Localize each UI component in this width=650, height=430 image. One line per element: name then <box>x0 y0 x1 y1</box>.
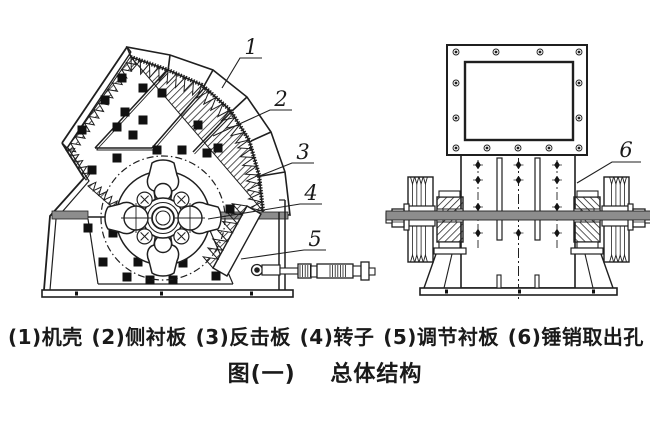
legend-item-3: (3)反击板 <box>195 325 291 349</box>
legend-item-2: (2)侧衬板 <box>91 325 187 349</box>
figure-caption: 图(一) 总体结构 <box>0 356 650 388</box>
legend-item-6: (6)锤销取出孔 <box>507 325 644 349</box>
callout-5: 5 <box>240 227 326 260</box>
part-callout-3: 3 <box>296 140 309 164</box>
callout-1: 1 <box>221 35 262 89</box>
figure-title: 总体结构 <box>330 362 423 387</box>
crusher-drawing: 1 2 3 4 5 6 <box>41 35 650 302</box>
callout-4: 4 <box>207 181 322 220</box>
part-callout-6: 6 <box>619 138 632 162</box>
part-callout-5: 5 <box>308 227 321 251</box>
leader-line-6 <box>576 161 641 184</box>
leader-line-1 <box>221 57 262 89</box>
leader-line-2 <box>212 109 292 137</box>
figure-number: 图(一) <box>227 362 296 387</box>
callout-6: 6 <box>576 138 641 184</box>
legend-item-5: (5)调节衬板 <box>383 325 499 349</box>
callout-2: 2 <box>212 87 292 137</box>
leader-line-5 <box>240 249 326 260</box>
parts-legend: (1)机壳 (2)侧衬板 (3)反击板 (4)转子 (5)调节衬板 (6)锤销取… <box>8 321 644 350</box>
legend-item-1: (1)机壳 <box>8 325 83 349</box>
section-view-crusher <box>41 45 376 298</box>
part-callout-2: 2 <box>273 87 287 111</box>
leader-line-4 <box>207 203 322 220</box>
part-callouts: 1 2 3 4 5 6 <box>207 35 641 260</box>
callout-3: 3 <box>256 140 314 178</box>
front-view-crusher <box>385 44 650 302</box>
legend-item-4: (4)转子 <box>299 325 375 349</box>
leader-line-3 <box>256 162 314 178</box>
part-callout-1: 1 <box>244 35 257 59</box>
part-callout-4: 4 <box>303 181 317 205</box>
